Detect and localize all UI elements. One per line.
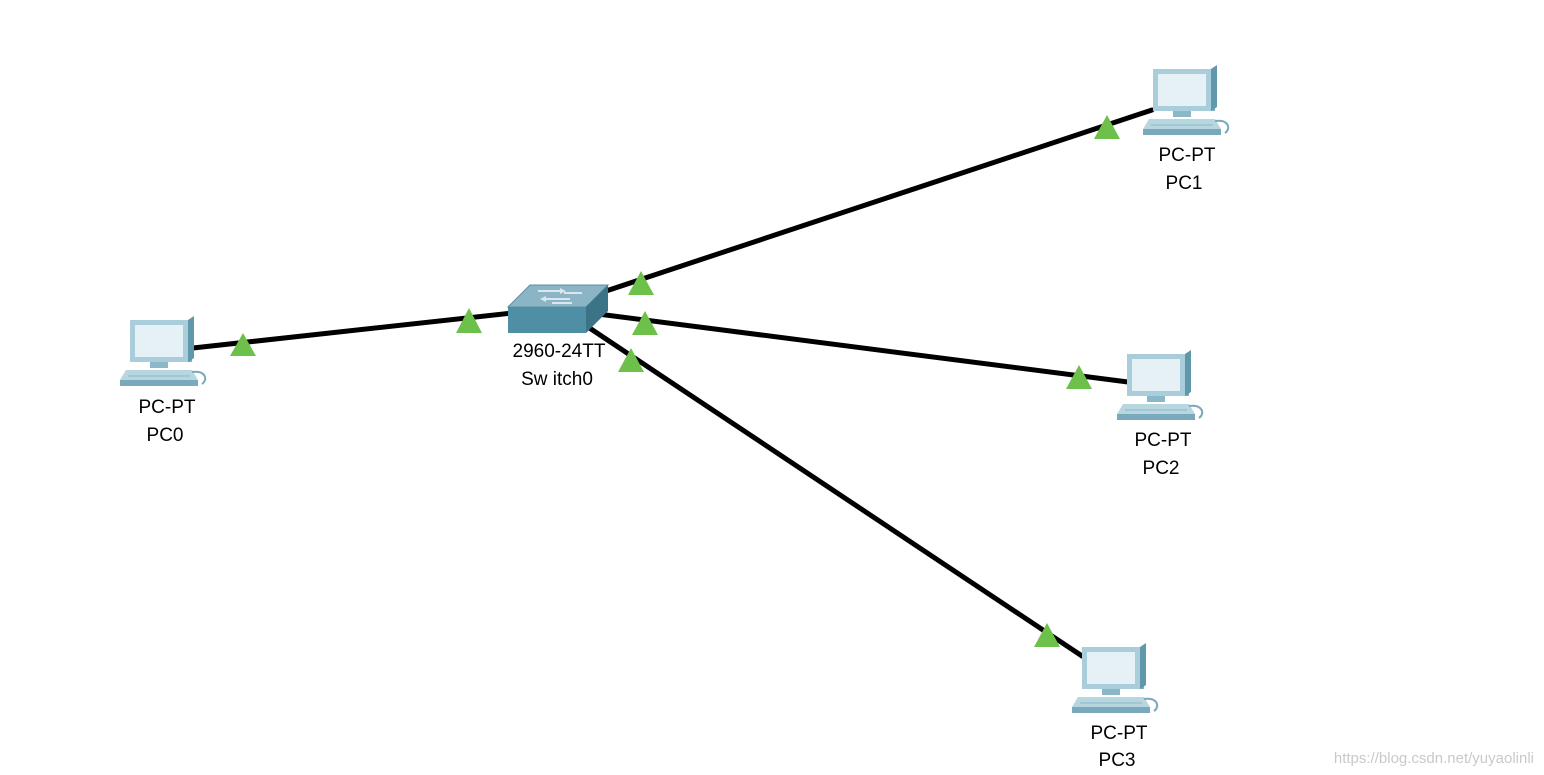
device-pc2[interactable]: PC-PT PC2 — [1116, 349, 1204, 479]
link-up-indicator-switch0-fa-pc1 — [628, 271, 654, 295]
link-lights-layer — [230, 115, 1120, 647]
pc2-name-label: PC2 — [1143, 458, 1180, 479]
link-switch0-pc2[interactable] — [595, 311, 1131, 385]
link-switch0-pc1[interactable] — [597, 107, 1155, 296]
pc0-model-label: PC-PT — [139, 397, 196, 418]
pc3-model-label: PC-PT — [1091, 723, 1148, 744]
link-switch0-pc3[interactable] — [582, 322, 1085, 659]
pc2-model-label: PC-PT — [1135, 430, 1192, 451]
pc-icon — [119, 315, 207, 387]
device-pc3[interactable]: PC-PT PC3 — [1071, 642, 1159, 771]
device-pc0[interactable]: PC-PT PC0 — [119, 315, 207, 446]
link-up-indicator-pc0 — [230, 333, 256, 356]
pc0-name-label: PC0 — [147, 425, 184, 446]
switch0-model-label: 2960-24TT — [513, 341, 606, 362]
cables-layer — [190, 107, 1155, 659]
pc-icon — [1142, 64, 1230, 136]
link-up-indicator-pc2 — [1066, 365, 1092, 389]
link-up-indicator-switch0-fa-pc2 — [632, 311, 658, 335]
link-up-indicator-pc1 — [1094, 115, 1120, 139]
pc1-model-label: PC-PT — [1159, 145, 1216, 166]
pc-icon — [1071, 642, 1159, 714]
pc3-name-label: PC3 — [1099, 750, 1136, 771]
device-pc1[interactable]: PC-PT PC1 — [1142, 64, 1230, 194]
watermark-text: https://blog.csdn.net/yuyaolinli — [1333, 750, 1534, 767]
link-up-indicator-switch0-fa-pc0 — [456, 308, 482, 333]
device-switch0[interactable]: 2960-24TT Sw itch0 — [506, 284, 610, 390]
pc1-name-label: PC1 — [1166, 173, 1203, 194]
link-up-indicator-switch0-fa-pc3 — [618, 348, 644, 372]
switch0-name-label: Sw itch0 — [521, 369, 593, 390]
pc-icon — [1116, 349, 1204, 421]
link-up-indicator-pc3 — [1034, 623, 1060, 647]
switch-icon — [506, 284, 610, 333]
